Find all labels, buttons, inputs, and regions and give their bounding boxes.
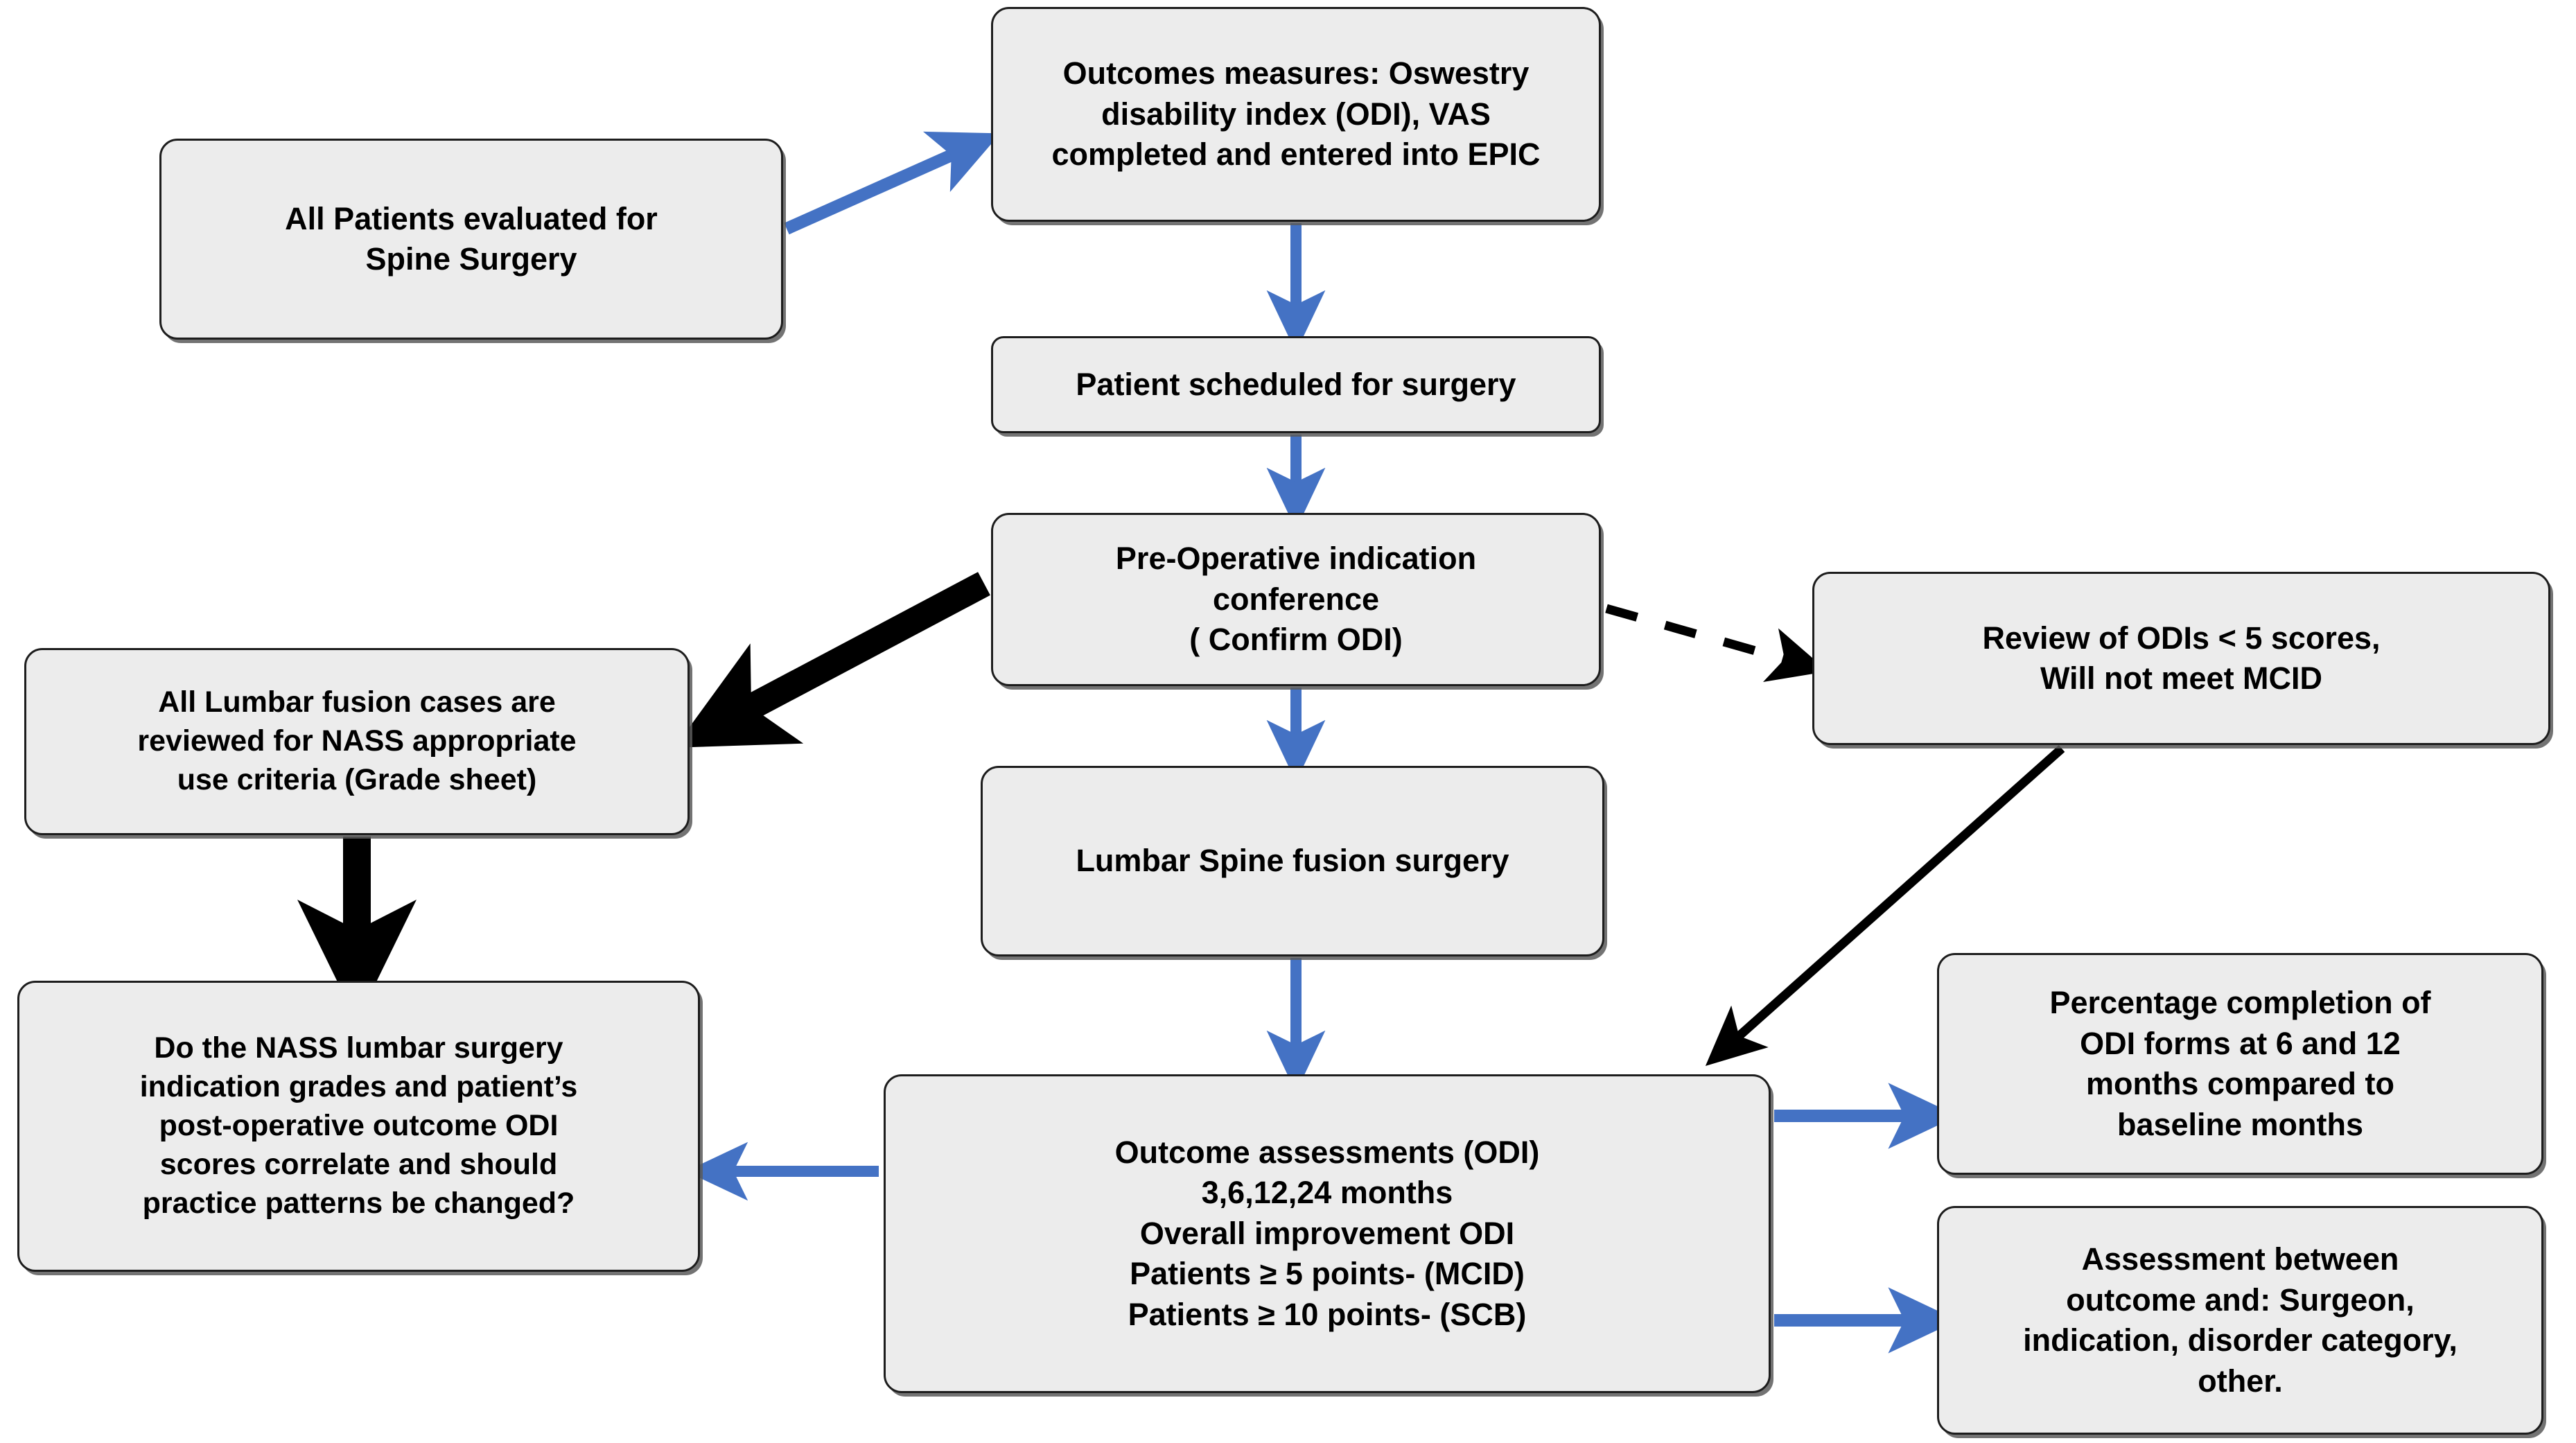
node-all-patients-label: All Patients evaluated for Spine Surgery: [285, 200, 658, 277]
edge-conference-to-nass-review: [674, 572, 990, 748]
node-percentage-completion[interactable]: Percentage completion of ODI forms at 6 …: [1937, 953, 2543, 1175]
node-pre-operative-conference[interactable]: Pre-Operative indication conference ( Co…: [991, 513, 1601, 686]
node-review-odis-label: Review of ODIs < 5 scores, Will not meet…: [1982, 620, 2381, 697]
edge-all-patients-to-outcomes: [784, 131, 1001, 235]
node-pre-operative-conference-label: Pre-Operative indication conference ( Co…: [1115, 541, 1477, 658]
node-all-patients[interactable]: All Patients evaluated for Spine Surgery: [159, 139, 783, 340]
node-nass-review-label: All Lumbar fusion cases are reviewed for…: [137, 685, 577, 796]
node-outcomes-measures-label: Outcomes measures: Oswestry disability i…: [1051, 55, 1541, 173]
node-percentage-completion-label: Percentage completion of ODI forms at 6 …: [2049, 985, 2431, 1142]
node-assessment-between[interactable]: Assessment between outcome and: Surgeon,…: [1937, 1206, 2543, 1435]
node-outcomes-measures[interactable]: Outcomes measures: Oswestry disability i…: [991, 7, 1601, 222]
node-nass-review[interactable]: All Lumbar fusion cases are reviewed for…: [24, 648, 690, 835]
node-patient-scheduled[interactable]: Patient scheduled for surgery: [991, 336, 1601, 433]
node-lumbar-fusion-surgery[interactable]: Lumbar Spine fusion surgery: [981, 766, 1604, 956]
node-nass-question-label: Do the NASS lumbar surgery indication gr…: [139, 1031, 578, 1220]
node-patient-scheduled-label: Patient scheduled for surgery: [1076, 366, 1516, 402]
node-assessment-between-label: Assessment between outcome and: Surgeon,…: [2023, 1241, 2457, 1399]
node-outcome-assessments[interactable]: Outcome assessments (ODI) 3,6,12,24 mont…: [884, 1074, 1771, 1393]
node-review-odis[interactable]: Review of ODIs < 5 scores, Will not meet…: [1812, 572, 2550, 745]
edge-conference-to-review-odis: [1605, 604, 1828, 682]
node-lumbar-fusion-surgery-label: Lumbar Spine fusion surgery: [1076, 843, 1509, 879]
node-nass-question[interactable]: Do the NASS lumbar surgery indication gr…: [17, 981, 700, 1272]
node-outcome-assessments-label: Outcome assessments (ODI) 3,6,12,24 mont…: [1114, 1134, 1540, 1332]
